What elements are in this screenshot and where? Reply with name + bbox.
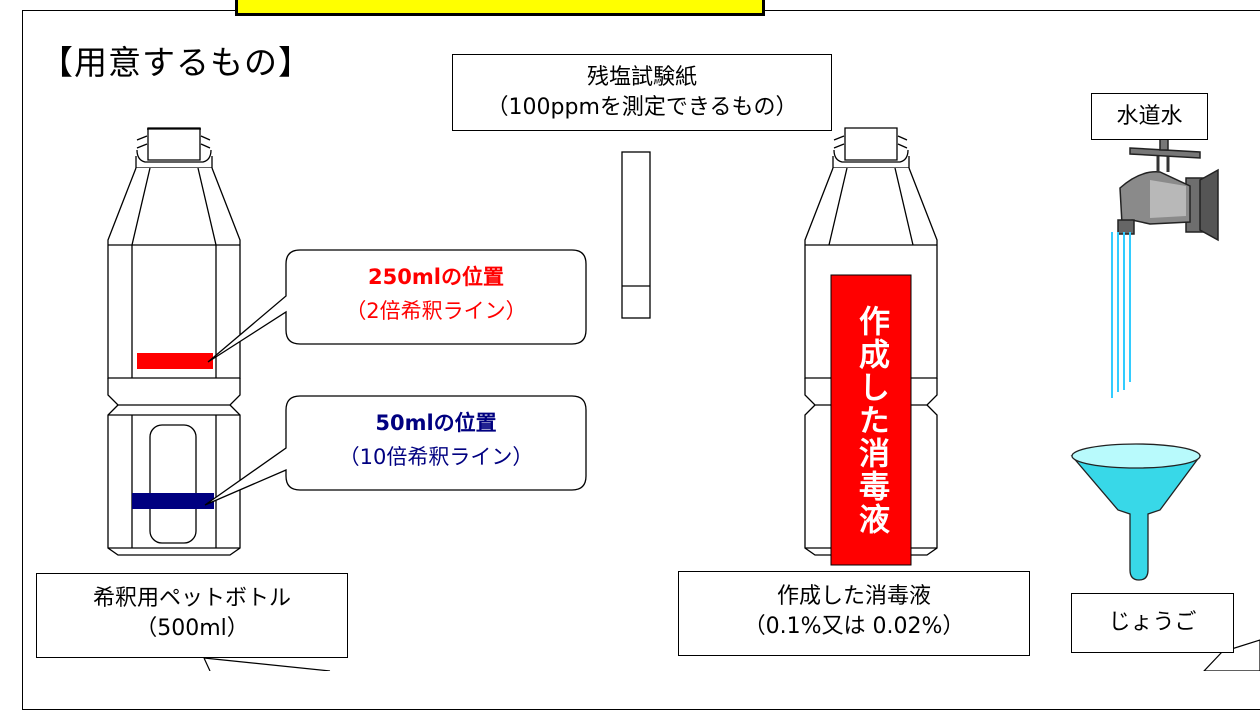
dilution-bottle: [107, 127, 241, 556]
test-paper-label: 残塩試験紙 （100ppmを測定できるもの）: [452, 54, 832, 131]
callout-50-sub: （10倍希釈ライン）: [338, 445, 534, 469]
dilution-bottle-label-line1: 希釈用ペットボトル: [92, 586, 291, 611]
section-heading: 【用意するもの】: [40, 43, 312, 82]
line-250-mark: [137, 353, 213, 369]
test-paper-label-line2: （100ppmを測定できるもの）: [486, 95, 798, 120]
bottom-left-tail2: [203, 657, 211, 671]
callout-50-bubble: [204, 395, 587, 506]
dilution-bottle-label: 希釈用ペットボトル （500ml）: [36, 573, 348, 658]
prepared-solution-vertical-label: 作成した消毒液: [853, 304, 889, 536]
funnel-icon: [1070, 443, 1202, 581]
water-stream: [1111, 232, 1131, 398]
callout-250-bubble: [207, 249, 587, 363]
callout-250-text: 250mlの位置 （2倍希釈ライン）: [286, 260, 586, 328]
line-50-mark: [132, 493, 214, 509]
prepared-solution-fill: [830, 274, 912, 566]
bottom-right-tail: [1203, 639, 1260, 671]
faucet-icon: [1117, 135, 1219, 242]
tap-water-label: 水道水: [1091, 93, 1208, 140]
callout-250-title: 250mlの位置: [368, 265, 504, 289]
tap-water-label-text: 水道水: [1116, 104, 1183, 129]
test-paper-label-line1: 残塩試験紙: [586, 65, 697, 90]
prepared-solution-label-line1: 作成した消毒液: [776, 584, 931, 609]
callout-50-title: 50mlの位置: [375, 411, 497, 435]
prepared-solution-label-line2: （0.1%又は 0.02%）: [743, 614, 965, 639]
dilution-bottle-label-line2: （500ml）: [135, 616, 249, 641]
illustration-layer: [107, 127, 1260, 671]
prepared-solution-label: 作成した消毒液 （0.1%又は 0.02%）: [678, 571, 1030, 656]
callout-50-text: 50mlの位置 （10倍希釈ライン）: [286, 406, 586, 474]
title-banner: [235, 0, 765, 16]
funnel-label-text: じょうご: [1108, 610, 1197, 635]
bottom-left-tail: [203, 657, 331, 671]
test-paper-strip: [621, 151, 651, 319]
funnel-label: じょうご: [1071, 593, 1234, 653]
callout-250-sub: （2倍希釈ライン）: [345, 299, 527, 323]
